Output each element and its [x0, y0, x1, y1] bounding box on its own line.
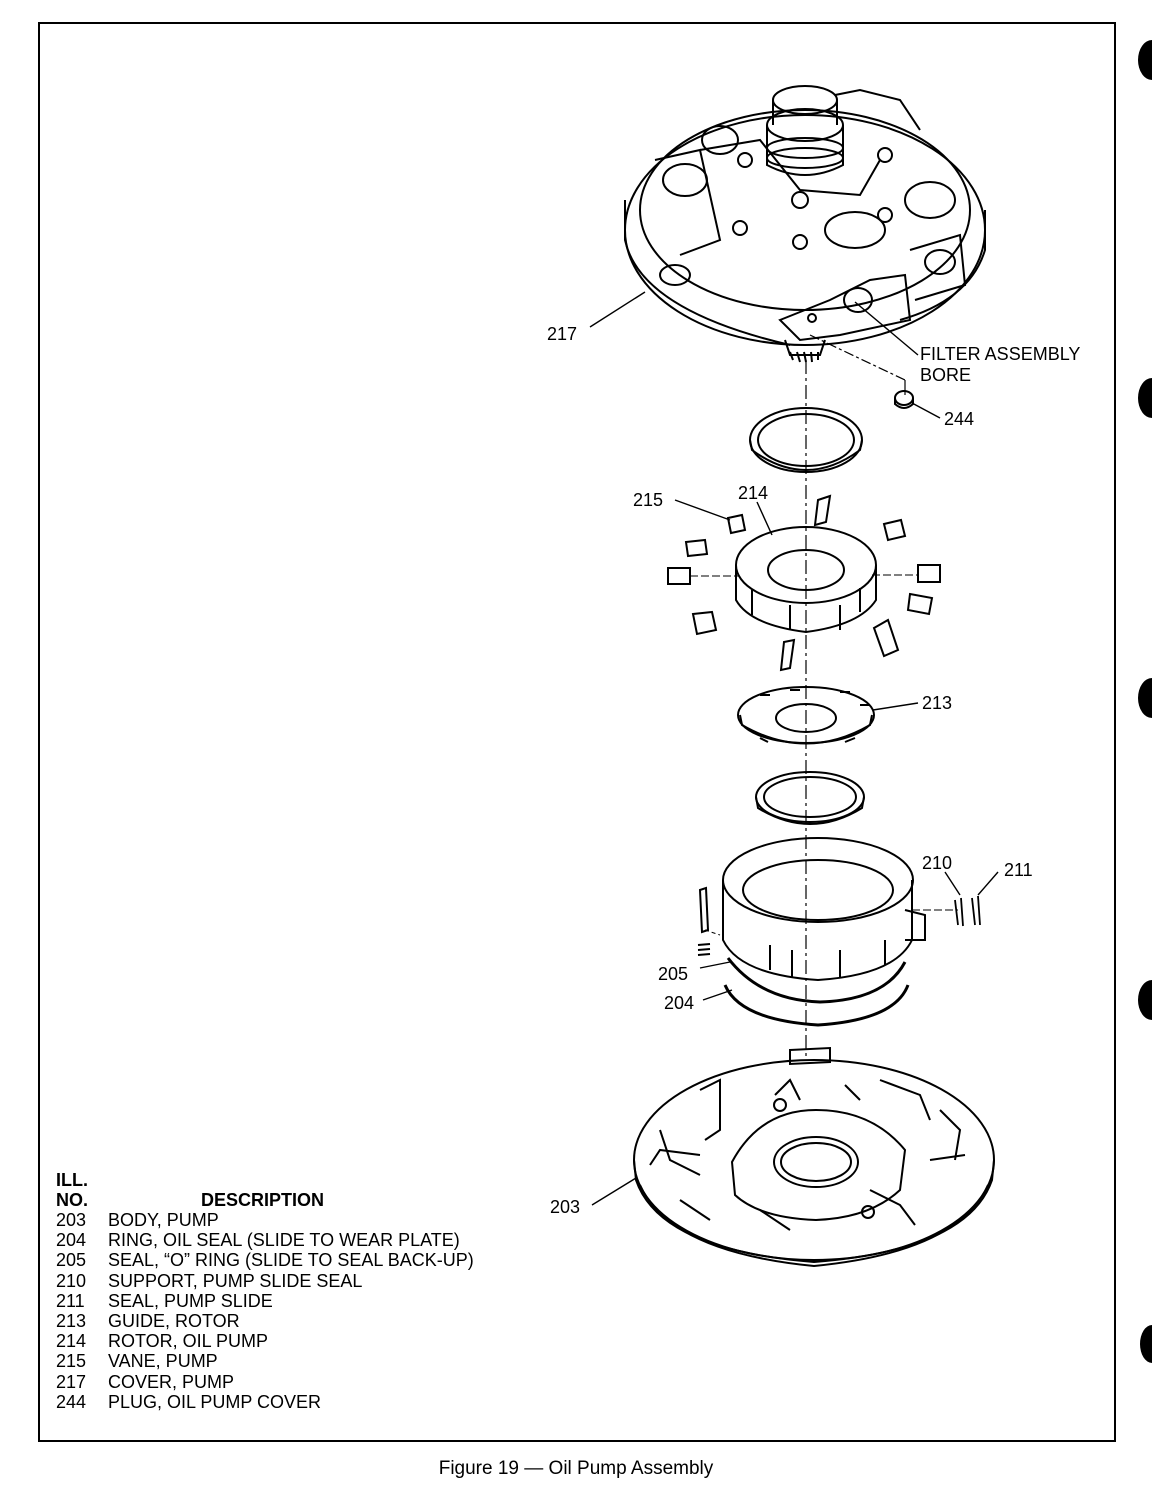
pump-cover-217: [624, 85, 986, 363]
o-ring-seal-205: [726, 957, 907, 1004]
legend-num: 205: [56, 1250, 87, 1271]
pump-body-203: [633, 1046, 995, 1268]
upper-seal-ring: [749, 407, 863, 473]
cover-plug-244: [809, 334, 914, 409]
leader-203: [591, 1177, 637, 1206]
legend-row: 205 SEAL, “O” RING (SLIDE TO SEAL BACK-UP…: [56, 1250, 474, 1270]
legend-num: 244: [56, 1391, 87, 1412]
leader-204: [702, 989, 733, 1001]
binder-hole-mark: [1140, 1325, 1152, 1363]
callout-205: 205: [658, 964, 689, 984]
legend-num: 204: [56, 1230, 87, 1251]
oil-seal-ring-204: [723, 984, 910, 1027]
legend-desc: SEAL, “O” RING (SLIDE TO SEAL BACK-UP): [108, 1250, 474, 1271]
figure-caption: Figure 19 — Oil Pump Assembly: [438, 1458, 714, 1479]
legend-row: 203 BODY, PUMP: [56, 1210, 474, 1230]
callout-203: 203: [550, 1197, 581, 1217]
legend-row: 215 VANE, PUMP: [56, 1351, 474, 1371]
pin-and-spring: [697, 886, 721, 956]
legend-desc: PLUG, OIL PUMP COVER: [108, 1391, 322, 1412]
pump-vanes-215: [667, 494, 941, 672]
leader-215: [674, 499, 731, 521]
leader-filter-bore: [854, 301, 919, 356]
leader-205: [699, 961, 731, 969]
binder-hole-mark: [1138, 40, 1152, 80]
legend-desc: SUPPORT, PUMP SLIDE SEAL: [108, 1270, 363, 1291]
legend-num: 215: [56, 1351, 87, 1372]
callout-217: 217: [547, 324, 578, 344]
figure-frame: [38, 22, 1116, 1442]
callout-204: 204: [664, 993, 695, 1013]
legend-header-no: NO.: [56, 1190, 89, 1210]
legend-row: 213 GUIDE, ROTOR: [56, 1311, 474, 1331]
binder-hole-mark: [1138, 980, 1152, 1020]
legend-row: 210 SUPPORT, PUMP SLIDE SEAL: [56, 1271, 474, 1291]
legend-num: 214: [56, 1331, 87, 1352]
legend-desc: GUIDE, ROTOR: [108, 1311, 240, 1332]
legend-desc: VANE, PUMP: [108, 1351, 218, 1372]
binder-hole-mark: [1138, 378, 1152, 418]
callout-213: 213: [922, 693, 953, 713]
legend-row: 214 ROTOR, OIL PUMP: [56, 1331, 474, 1351]
legend-num: 211: [56, 1290, 85, 1311]
legend-row: 211 SEAL, PUMP SLIDE: [56, 1291, 474, 1311]
legend-num: 217: [56, 1371, 87, 1392]
slide-seal-support-210: [954, 897, 964, 927]
callout-244: 244: [944, 409, 975, 429]
leader-211: [977, 871, 999, 896]
legend-num: 203: [56, 1210, 87, 1230]
rotor-214: [735, 526, 877, 634]
legend-row: 244 PLUG, OIL PUMP COVER: [56, 1392, 474, 1412]
legend-header-description: DESCRIPTION: [201, 1190, 325, 1210]
legend-desc: COVER, PUMP: [108, 1371, 235, 1392]
leader-214: [756, 501, 773, 536]
callout-211: 211: [1004, 860, 1033, 880]
legend-desc: BODY, PUMP: [108, 1210, 219, 1230]
callout-214: 214: [738, 483, 769, 503]
parts-legend: ILL. NO. DESCRIPTION 203 BODY, PUMP 204 RI…: [56, 1170, 474, 1412]
legend-header-ill: ILL.: [56, 1170, 88, 1190]
callout-215: 215: [633, 490, 664, 510]
legend-row: 217 COVER, PUMP: [56, 1372, 474, 1392]
pump-slide: [722, 837, 958, 982]
legend-desc: SEAL, PUMP SLIDE: [108, 1290, 273, 1311]
leader-213: [872, 702, 919, 711]
callout-210: 210: [922, 853, 953, 873]
legend-desc: ROTOR, OIL PUMP: [108, 1331, 269, 1352]
leader-217: [589, 291, 646, 328]
callout-filter-assembly: FILTER ASSEMBLY: [920, 344, 1081, 364]
legend-num: 210: [56, 1270, 87, 1291]
leader-210: [944, 871, 961, 896]
legend-row: 204 RING, OIL SEAL (SLIDE TO WEAR PLATE): [56, 1230, 474, 1250]
rotor-guide-213: [737, 686, 875, 745]
legend-header: ILL. NO. DESCRIPTION: [56, 1170, 474, 1210]
leader-244: [911, 402, 941, 419]
legend-num: 213: [56, 1311, 87, 1332]
legend-desc: RING, OIL SEAL (SLIDE TO WEAR PLATE): [108, 1230, 460, 1251]
slide-seal-211: [971, 895, 981, 926]
lower-seal-ring: [755, 771, 865, 825]
binder-hole-mark: [1138, 678, 1152, 718]
callout-bore: BORE: [920, 365, 972, 385]
